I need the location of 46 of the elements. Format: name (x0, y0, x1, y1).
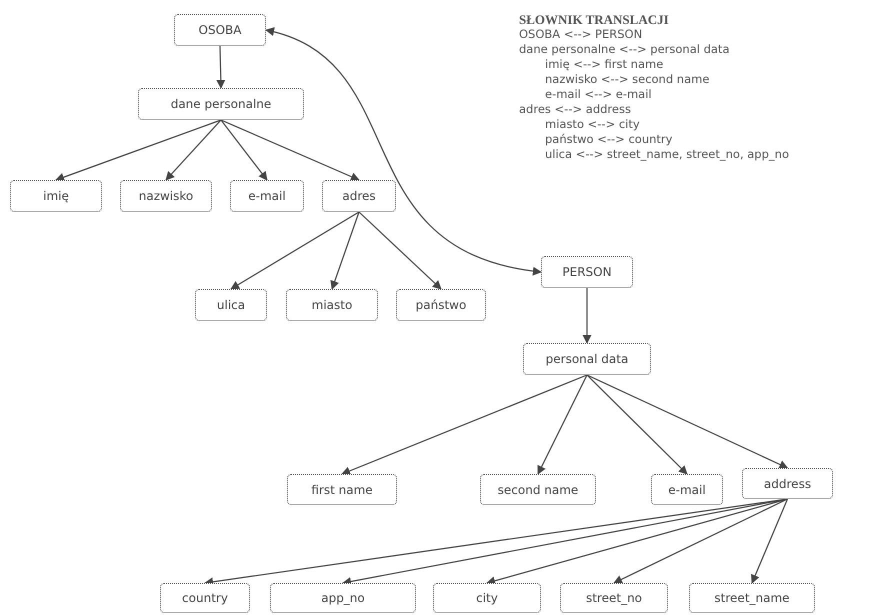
arrow (330, 212, 360, 290)
dictionary-entry: państwo <--> country (544, 132, 674, 147)
tree-node-box: nazwisko (120, 180, 212, 212)
tree-node-box: państwo (396, 289, 486, 321)
dictionary-entry: adres <--> address (519, 102, 632, 117)
tree-node-box: first name (287, 474, 397, 505)
arrow (220, 119, 360, 181)
dictionary-heading: SŁOWNIK TRANSLACJI (519, 12, 670, 27)
tree-node-box: app_no (270, 583, 416, 613)
arrow (165, 120, 222, 181)
arrow (265, 28, 542, 275)
tree-node-box: city (433, 583, 541, 613)
arrow (55, 119, 222, 182)
tree-node-box: ulica (195, 289, 267, 321)
arrow (216, 46, 226, 89)
arrow (537, 374, 588, 475)
tree-node-box: street_name (689, 583, 815, 613)
tree-node-box: PERSON (541, 256, 633, 288)
dictionary-entry: dane personalne <--> personal data (519, 42, 730, 57)
tree-node-box: miasto (286, 289, 378, 321)
arrow (358, 212, 442, 290)
dictionary-entry: OSOBA <--> PERSON (519, 27, 644, 42)
tree-node-box: e-mail (651, 474, 723, 505)
tree-node-box: OSOBA (174, 14, 266, 46)
arrow (613, 498, 788, 584)
tree-node-box: e-mail (230, 180, 304, 212)
tree-node-box: address (742, 468, 833, 499)
arrow (220, 120, 268, 181)
dictionary-entry: e-mail <--> e-mail (544, 87, 653, 102)
tree-node-box: second name (480, 474, 596, 505)
dictionary-entry: nazwisko <--> second name (544, 72, 710, 87)
dictionary-entry: imię <--> first name (544, 57, 664, 72)
tree-node-box: personal data (523, 343, 651, 375)
tree-node-box: country (160, 583, 250, 613)
tree-node-box: street_no (560, 583, 668, 613)
tree-node-box: dane personalne (138, 88, 304, 120)
dictionary-entry: miasto <--> city (544, 117, 641, 132)
arrow (751, 498, 788, 584)
tree-node-box: adres (322, 180, 396, 212)
arrow (341, 374, 588, 476)
arrow (582, 288, 592, 344)
arrow (230, 211, 360, 290)
arrow (586, 374, 688, 475)
tree-node-box: imię (10, 180, 102, 212)
dictionary-entry: ulica <--> street_name, street_no, app_no (544, 147, 789, 162)
arrow (586, 374, 788, 469)
